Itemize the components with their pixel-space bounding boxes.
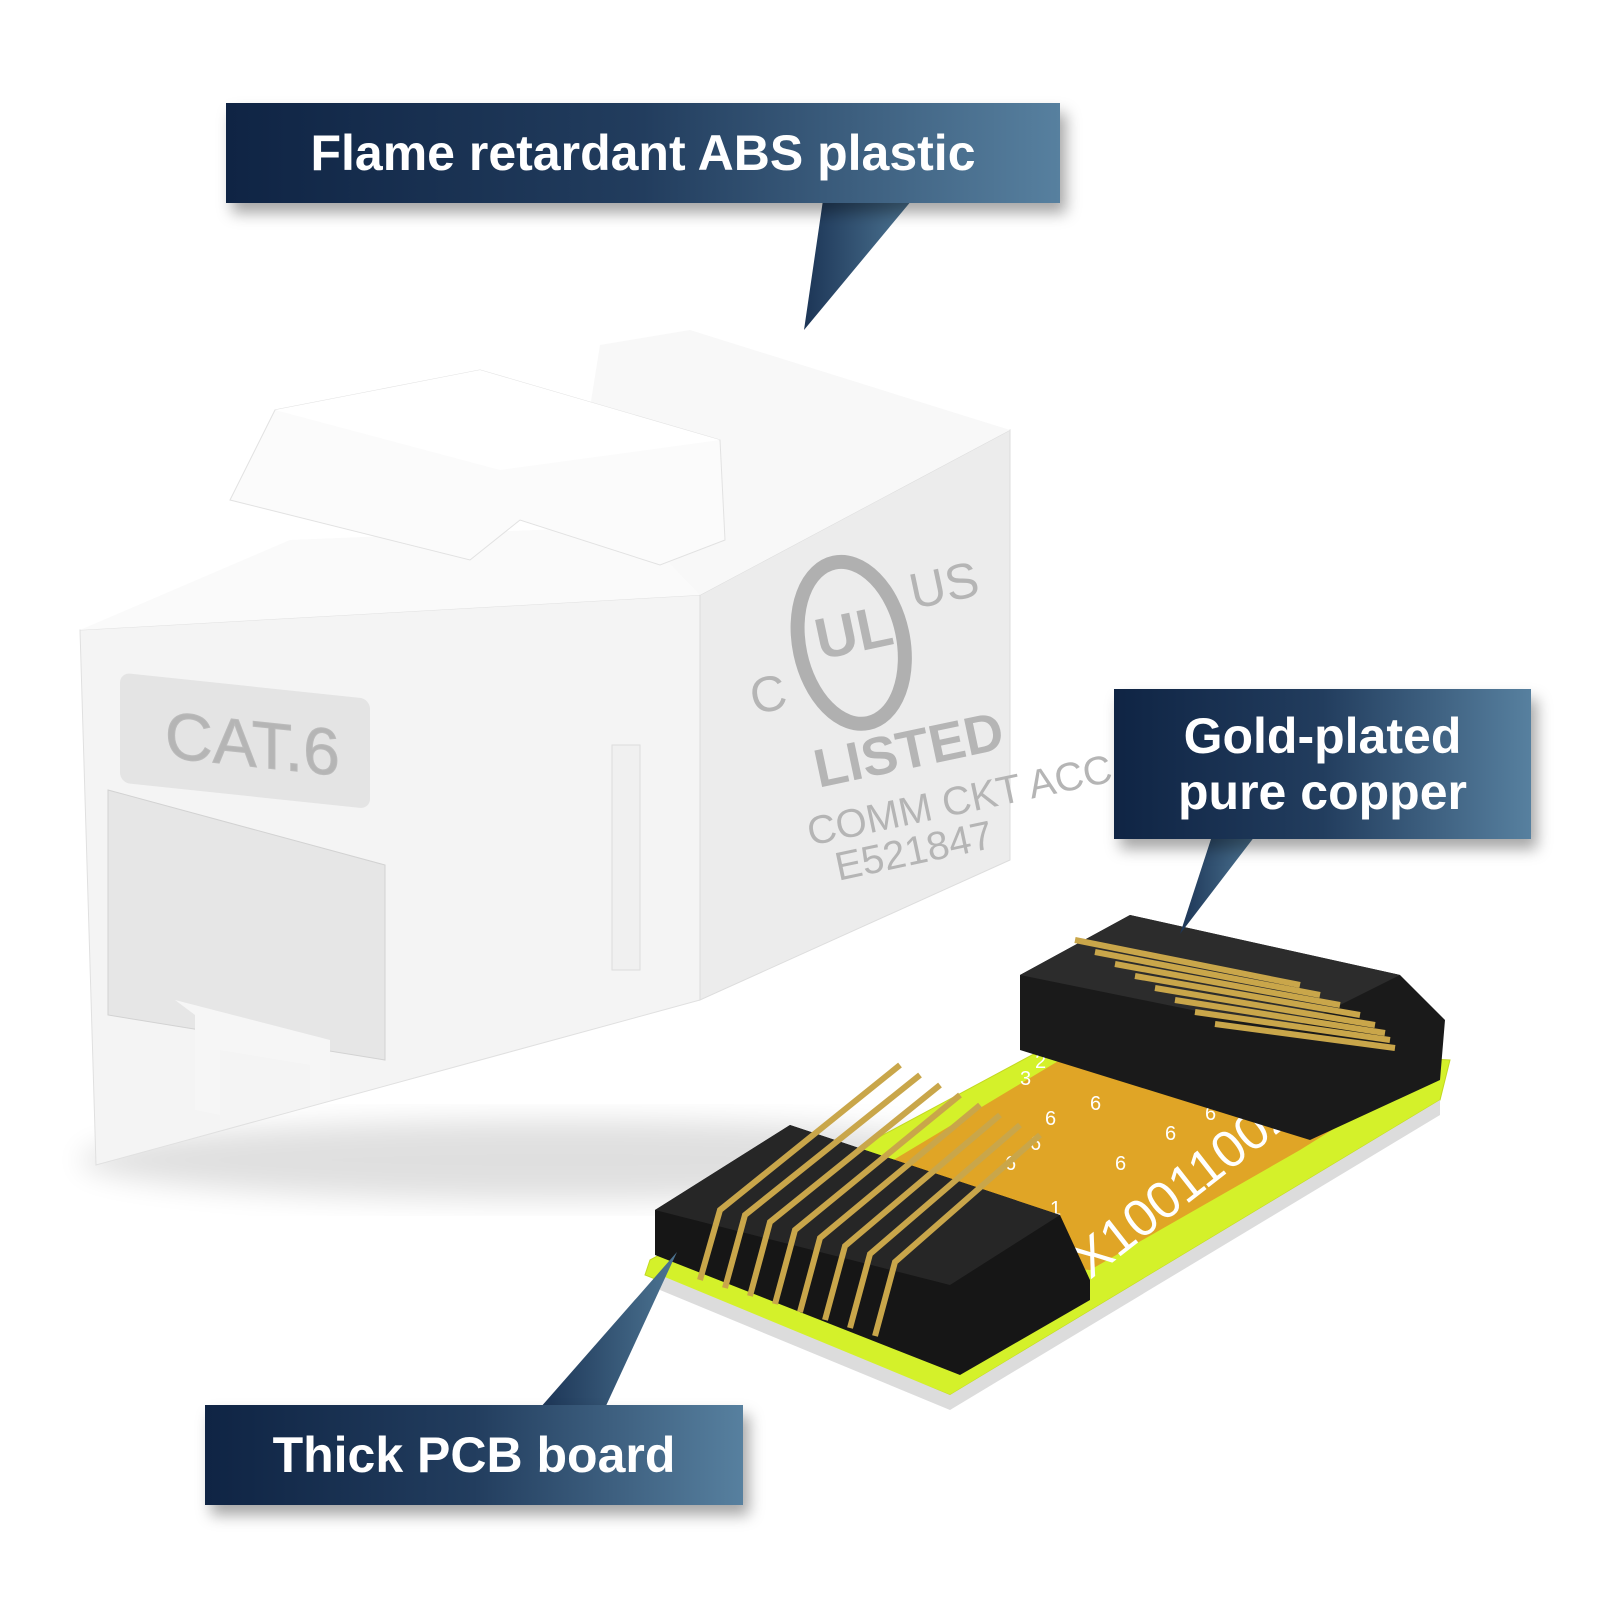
svg-text:6: 6 [1115,1153,1126,1175]
svg-text:6: 6 [1165,1123,1176,1145]
callout-tail-copper [1180,836,1255,934]
gold-pins [697,937,1396,1337]
callout-gold-copper: Gold-plated pure copper [1114,689,1531,839]
keystone-jack: CAT.6 UL C US LISTED COMM CKT ACC E52184… [79,330,1116,1166]
callout-tail-abs [804,200,912,330]
callout-abs-plastic: Flame retardant ABS plastic [226,103,1060,203]
cat6-label: CAT.6 [165,699,340,791]
callout-tail-pcb [540,1252,677,1408]
svg-text:UL: UL [809,593,898,673]
svg-text:2: 2 [1035,1051,1046,1073]
svg-text:6: 6 [1045,1108,1056,1130]
svg-text:1: 1 [1050,1198,1061,1220]
svg-text:6: 6 [1205,1103,1216,1125]
svg-text:6: 6 [1030,1133,1041,1155]
callout-gold-copper-line1: Gold-plated [1183,708,1462,764]
pcb-module: X10011002 2 3 6 6 6 6 6 6 6 1 [644,915,1451,1410]
callout-abs-plastic-text: Flame retardant ABS plastic [310,125,976,181]
svg-text:3: 3 [1020,1068,1031,1090]
svg-text:6: 6 [1090,1093,1101,1115]
callout-gold-copper-line2: pure copper [1178,764,1467,820]
callout-pcb-board: Thick PCB board [205,1405,743,1505]
callout-pcb-board-text: Thick PCB board [272,1427,676,1483]
